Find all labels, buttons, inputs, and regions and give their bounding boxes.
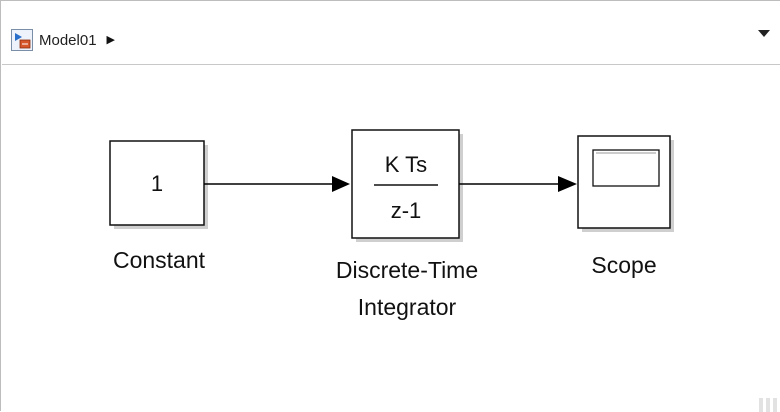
model-canvas[interactable]: 1 Constant K Ts z-1 Discrete-Time Integr… xyxy=(2,65,780,412)
signal-arrowhead xyxy=(332,176,350,192)
integrator-label-line1: Discrete-Time xyxy=(336,257,478,283)
resize-grip-icon[interactable] xyxy=(743,398,780,412)
scope-block[interactable]: Scope xyxy=(577,135,674,278)
scope-block-label: Scope xyxy=(591,252,656,278)
constant-block[interactable]: 1 Constant xyxy=(109,140,208,273)
breadcrumb-item-model[interactable]: Model01 ▶ xyxy=(11,28,115,52)
model-name-label: Model01 xyxy=(39,31,97,49)
discrete-time-integrator-block[interactable]: K Ts z-1 Discrete-Time Integrator xyxy=(336,129,478,320)
integrator-denominator: z-1 xyxy=(391,198,422,223)
integrator-label-line2: Integrator xyxy=(358,294,457,320)
block-diagram: 1 Constant K Ts z-1 Discrete-Time Integr… xyxy=(109,129,674,320)
signal-arrowhead xyxy=(558,176,577,192)
breadcrumb: Model01 ▶ xyxy=(2,2,780,65)
chevron-down-icon[interactable] xyxy=(758,30,770,37)
breadcrumb-separator-icon[interactable]: ▶ xyxy=(106,33,116,46)
scope-screen-icon xyxy=(592,149,660,187)
integrator-numerator: K Ts xyxy=(385,152,427,177)
simulink-model-icon xyxy=(11,29,33,51)
constant-block-label: Constant xyxy=(113,247,206,273)
constant-value: 1 xyxy=(151,171,163,196)
